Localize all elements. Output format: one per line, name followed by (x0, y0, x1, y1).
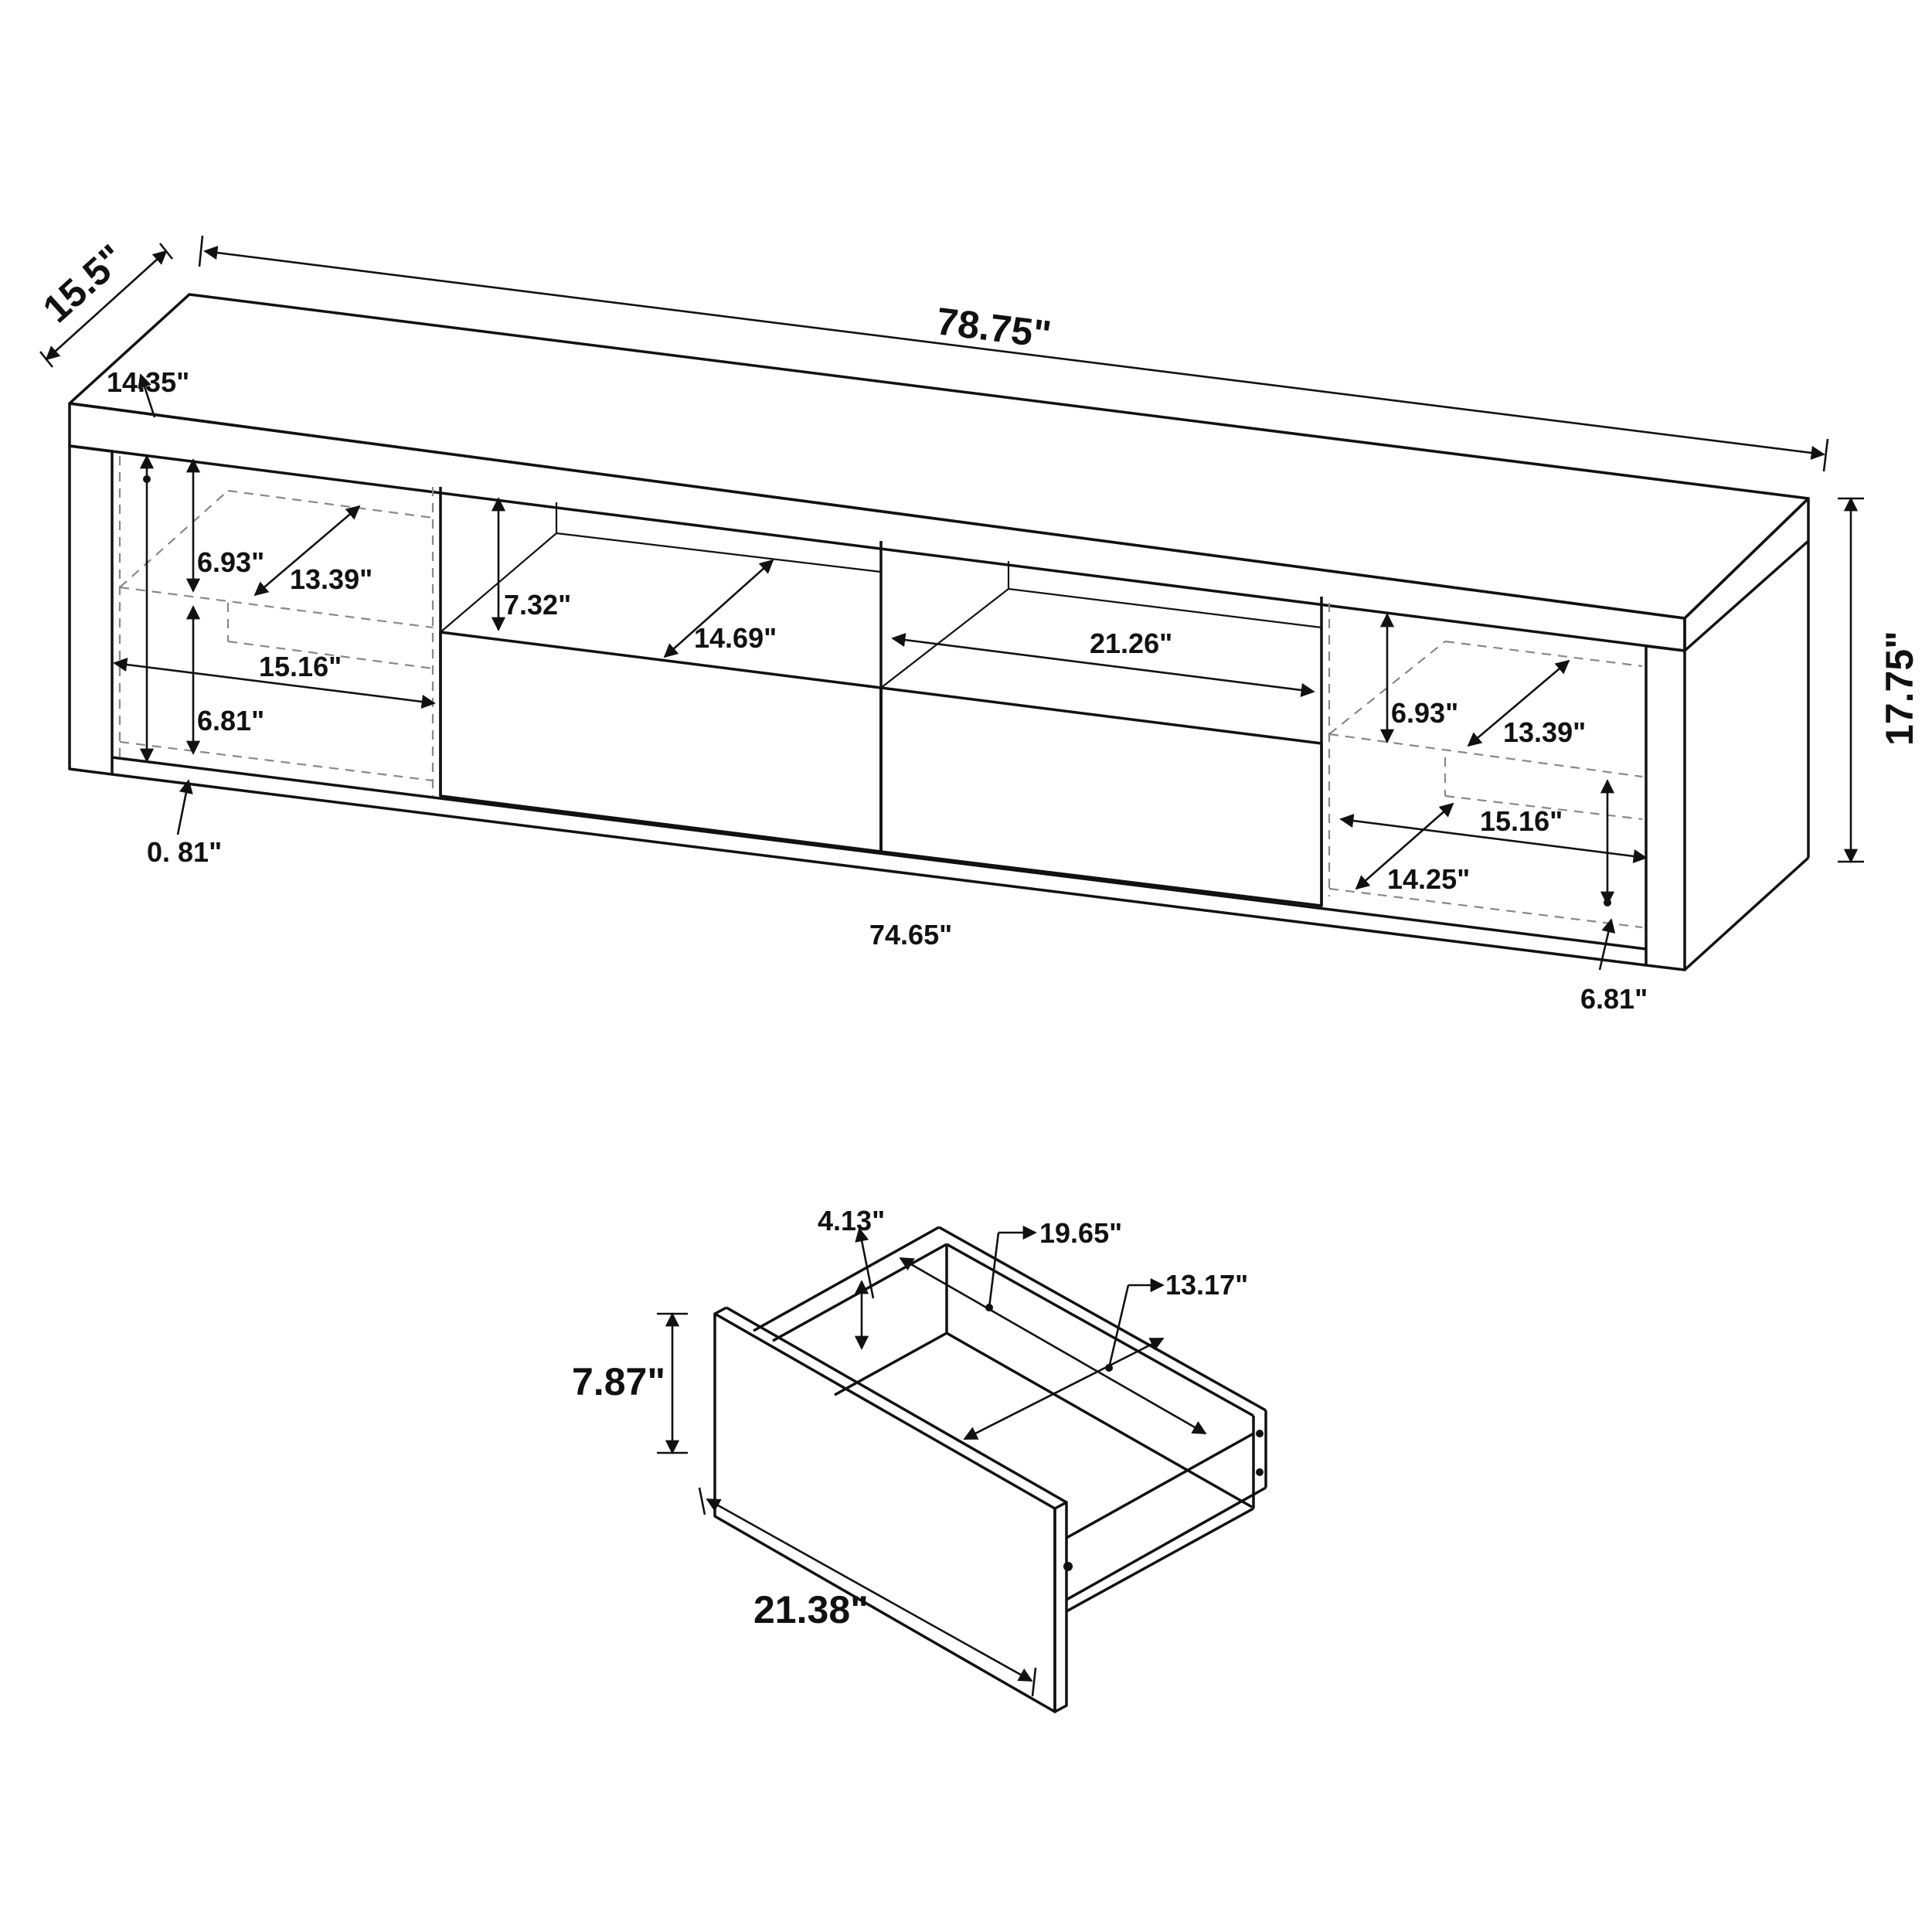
label-center-depth: 14.69" (694, 622, 777, 654)
label-left-width: 15.16" (259, 651, 342, 682)
label-inner-width: 74.65" (869, 919, 952, 951)
drawer-labels: 4.13" 19.65" 13.17" 7.87" 21.38" (572, 1205, 1248, 1631)
label-drawer-width: 21.38" (753, 1588, 869, 1631)
left-side-panel (68, 444, 114, 776)
label-left-lower-height: 6.81" (197, 705, 264, 736)
label-overall-depth: 15.5" (35, 236, 133, 332)
label-right-upper-height: 6.93" (1391, 697, 1458, 729)
label-center-right-width: 21.26" (1090, 628, 1172, 659)
label-center-height: 7.32" (504, 589, 571, 621)
label-left-upper-depth: 13.39" (290, 563, 372, 595)
label-right-upper-depth: 13.39" (1503, 716, 1586, 748)
label-drawer-inner-height: 4.13" (818, 1205, 885, 1236)
tv-stand-labels: 15.5" 78.75" 17.75" 14.35" 6.93" 13.39" … (35, 236, 1921, 1015)
label-right-lower-height: 6.81" (1580, 983, 1648, 1015)
drawer-dimensions (657, 1225, 1207, 1697)
label-right-lower-depth: 14.25" (1387, 863, 1470, 895)
label-drawer-height: 7.87" (572, 1360, 665, 1403)
label-drawer-inner-width: 13.17" (1165, 1269, 1248, 1301)
label-left-upper-height: 6.93" (197, 546, 264, 578)
right-side-panel (1645, 645, 1686, 971)
label-leg-height: 0. 81" (147, 836, 222, 868)
top-slab-side (1683, 497, 1810, 652)
tv-stand-dimensions (39, 235, 1864, 971)
top-slab-front (68, 402, 1686, 652)
label-left-top-depth: 14.35" (107, 366, 189, 398)
label-drawer-inner-length: 19.65" (1039, 1217, 1122, 1249)
drawer-front-right (879, 686, 1323, 907)
drawer-front-left (439, 631, 883, 853)
drawer-front-panel (713, 1312, 1056, 1713)
label-overall-height: 17.75" (1878, 631, 1921, 746)
tv-stand-drawing (68, 293, 1810, 971)
label-overall-width: 78.75" (934, 299, 1054, 356)
label-right-width: 15.16" (1480, 805, 1563, 837)
